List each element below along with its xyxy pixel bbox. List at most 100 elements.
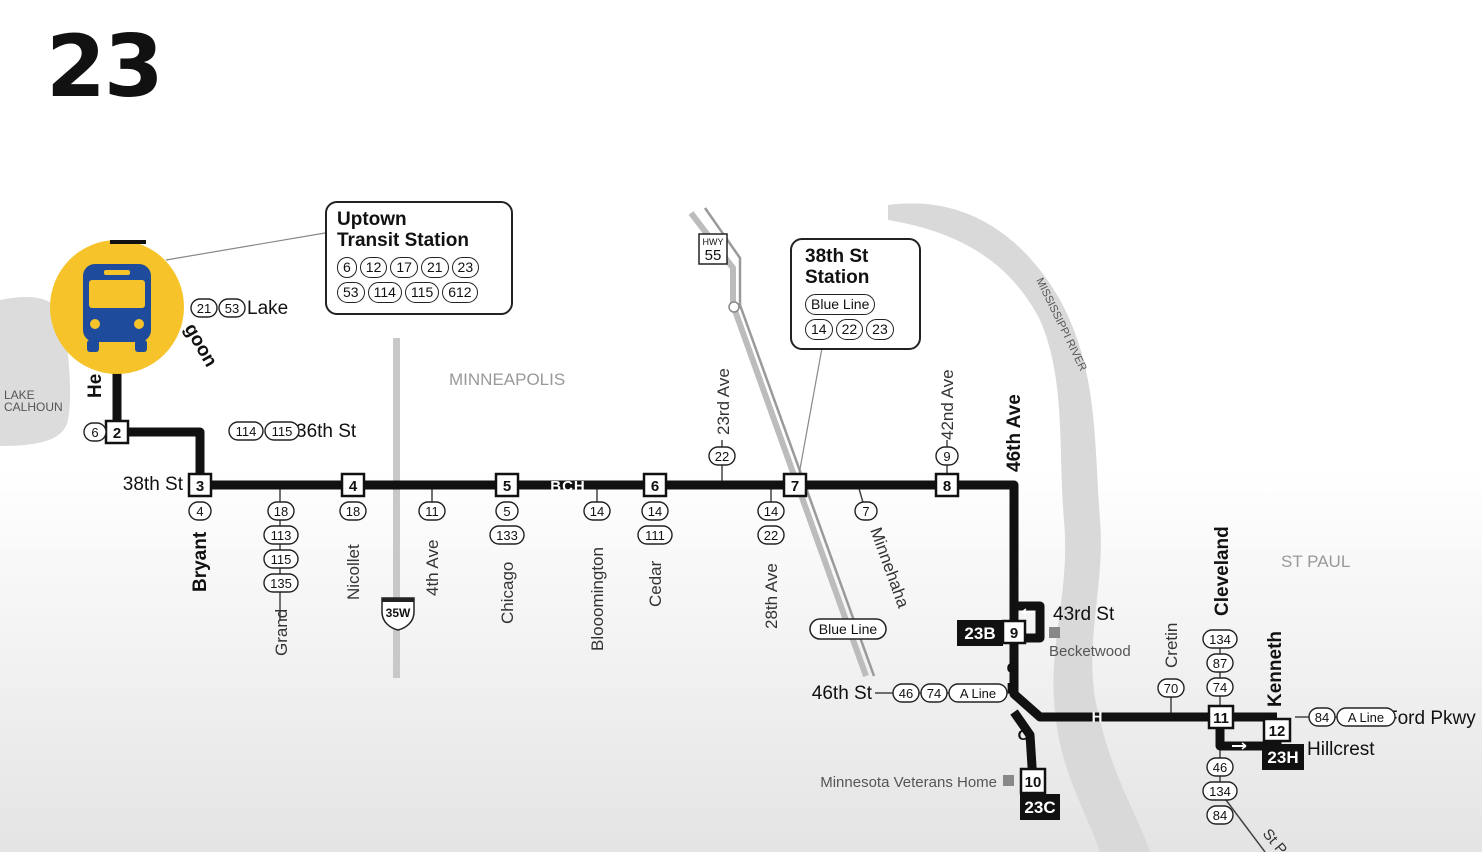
svg-text:8: 8 xyxy=(943,478,951,495)
street-23rd-ave: 23rd Ave xyxy=(714,368,733,435)
connection-bubble xyxy=(190,298,218,318)
connection-bubble xyxy=(339,501,367,521)
i35w-label: 35W xyxy=(386,606,411,620)
station-routes: 14 22 23 xyxy=(805,319,919,340)
connection-route-number: A Line xyxy=(1348,710,1384,725)
connection-bubble xyxy=(1206,757,1234,777)
stop-12: 12 xyxy=(1262,717,1292,743)
connection-route-number: 5 xyxy=(503,504,510,519)
svg-text:23C: 23C xyxy=(1024,798,1055,817)
svg-text:2: 2 xyxy=(113,425,121,442)
street-46th: 46th St xyxy=(812,683,873,704)
connection-route-number: 14 xyxy=(590,504,604,519)
stop-4: 4 xyxy=(340,472,366,498)
callout-name-line1: 38th St xyxy=(805,246,869,267)
becketwood-label: Becketwood xyxy=(1049,643,1131,660)
street-hillcrest: Hillcrest xyxy=(1307,739,1375,760)
street-36th: 36th St xyxy=(296,421,357,442)
route-pill: 6 xyxy=(337,257,357,278)
connection-bubble xyxy=(948,683,1008,703)
route-pill: 22 xyxy=(835,319,864,340)
street-cretin: Cretin xyxy=(1162,623,1181,668)
route-pill: 612 xyxy=(442,282,478,303)
connection-route-number: 14 xyxy=(648,504,662,519)
blue-line-badge: Blue Line xyxy=(809,618,887,640)
svg-text:23H: 23H xyxy=(1267,748,1298,767)
svg-text:3: 3 xyxy=(196,478,204,495)
i35w-road xyxy=(393,338,400,678)
svg-text:12: 12 xyxy=(1269,723,1286,740)
connection-route-number: 22 xyxy=(764,528,778,543)
connection-bubble xyxy=(264,421,300,441)
connection-route-number: 6 xyxy=(91,425,98,440)
connection-bubble xyxy=(263,549,299,569)
stop-6: 6 xyxy=(642,472,668,498)
street-bryant: Bryant xyxy=(190,531,211,592)
connection-route-number: 53 xyxy=(225,301,239,316)
connection-route-number: A Line xyxy=(960,686,996,701)
connection-route-number: 115 xyxy=(271,552,292,567)
route-pill: 23 xyxy=(451,257,480,278)
connection-bubble xyxy=(263,573,299,593)
connection-bubble xyxy=(188,501,212,521)
street-4th-ave: 4th Ave xyxy=(423,540,442,596)
svg-text:6: 6 xyxy=(651,478,659,495)
stop-8: 8 xyxy=(934,472,960,498)
bus-icon xyxy=(50,234,184,374)
hwy55-label-num: 55 xyxy=(705,247,722,264)
svg-text:9: 9 xyxy=(1010,625,1018,642)
connection-route-number: 11 xyxy=(425,504,439,519)
street-38th: 38th St xyxy=(123,474,184,495)
connection-route-number: 135 xyxy=(270,576,292,591)
branch-letters-bch: BCH xyxy=(550,478,586,495)
connection-bubble xyxy=(637,525,673,545)
lake-calhoun xyxy=(0,297,71,446)
stop-11: 11 xyxy=(1207,704,1235,730)
route-number: 23 xyxy=(46,17,164,117)
branch-letter-h2: H xyxy=(1092,709,1103,726)
connection-bubble xyxy=(495,501,519,521)
street-cedar: Cedar xyxy=(646,560,665,607)
connection-route-number: 18 xyxy=(346,504,360,519)
connection-route-number: 74 xyxy=(1213,680,1227,695)
route-pill: 114 xyxy=(367,282,402,303)
uptown-routes-row2: 53 114 115 612 xyxy=(337,282,511,303)
i35w-shield xyxy=(381,597,415,631)
stop-9: 9 xyxy=(1001,619,1027,645)
svg-text:Blue Line: Blue Line xyxy=(819,621,878,637)
route-23c-branch xyxy=(1010,709,1038,783)
stop-10: 10 xyxy=(1019,767,1047,795)
connection-bubble xyxy=(1206,805,1234,825)
connection-bubble xyxy=(263,525,299,545)
connection-bubble xyxy=(1308,707,1336,727)
branch-letter-h1: H xyxy=(1007,680,1018,697)
stop-7: 7 xyxy=(782,472,808,498)
connection-bubble xyxy=(920,683,948,703)
callout-name-line2: Transit Station xyxy=(337,230,469,251)
connection-route-number: 133 xyxy=(496,528,518,543)
connection-bubble xyxy=(1202,781,1238,801)
connection-route-number: 4 xyxy=(196,504,203,519)
route-pill: 12 xyxy=(359,257,388,278)
callout-name-line2: Station xyxy=(805,267,870,288)
hwy55-shield xyxy=(698,233,728,265)
street-46th-ave: 46th Ave xyxy=(1004,394,1025,472)
lake-label-1: LAKE xyxy=(4,388,35,402)
connection-route-number: 134 xyxy=(1209,784,1231,799)
connection-route-number: 70 xyxy=(1164,681,1178,696)
hwy55-label-top: HWY xyxy=(703,237,724,247)
connection-bubble xyxy=(892,683,920,703)
route-23b-loop xyxy=(1014,601,1045,643)
uptown-routes-row1: 6 12 17 21 23 xyxy=(337,257,511,278)
connection-route-number: 114 xyxy=(236,424,257,439)
connection-bubble xyxy=(267,501,295,521)
connection-bubble xyxy=(854,501,878,521)
street-st-p: St P xyxy=(1259,826,1290,852)
connection-bubble xyxy=(83,422,107,442)
street-28th-ave: 28th Ave xyxy=(762,563,781,629)
connection-bubble xyxy=(708,446,736,466)
street-nicollet: Nicollet xyxy=(344,544,363,600)
connection-bubble xyxy=(757,501,785,521)
connection-route-number: 87 xyxy=(1213,656,1227,671)
connection-bubble xyxy=(935,446,959,466)
